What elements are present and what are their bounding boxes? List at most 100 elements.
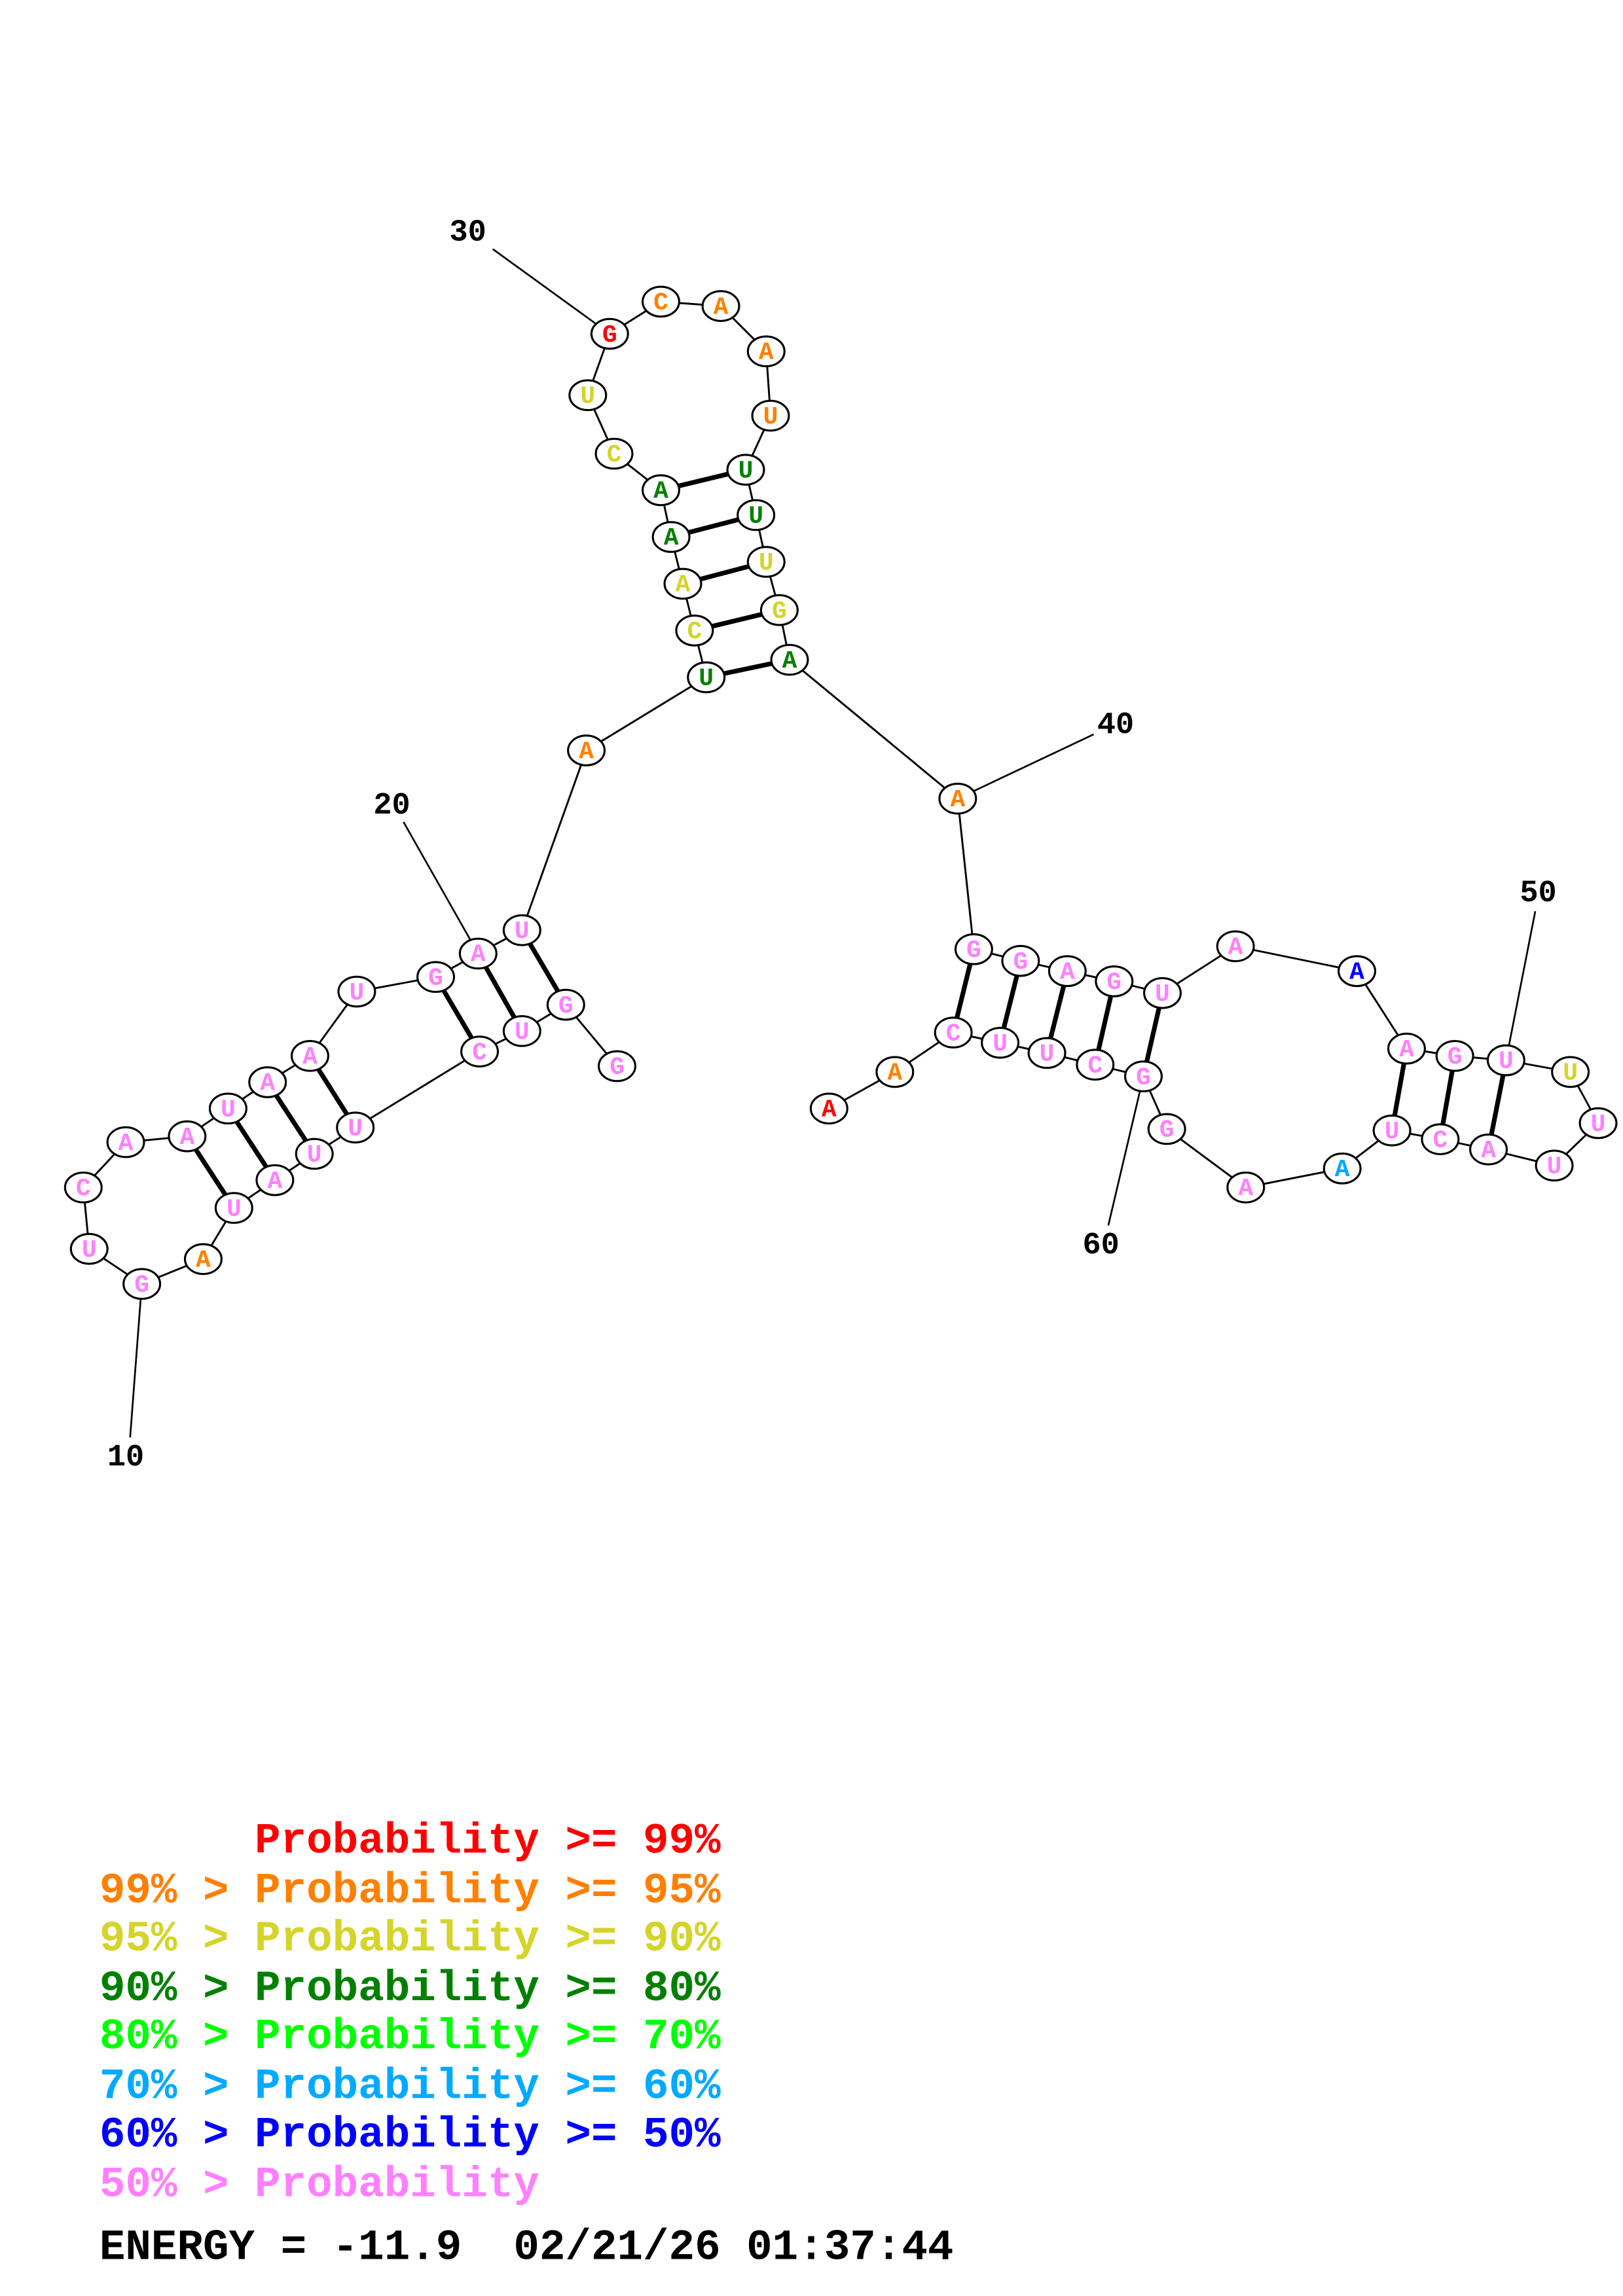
legend-line-95: 99% > Probability >= 95% — [100, 1866, 721, 1915]
nucleotide-circle — [458, 937, 498, 970]
position-label-60: 60 — [1083, 1229, 1120, 1263]
nucleotide-circle — [336, 1111, 375, 1144]
nucleotide-circle — [1372, 1114, 1412, 1147]
nucleotide-1: G — [597, 1050, 636, 1083]
nucleotide-letter: A — [260, 1069, 275, 1098]
legend-line-below-50: 50% > Probability — [100, 2160, 539, 2209]
nucleotide-circle — [1486, 1044, 1525, 1077]
nucleotide-64: C — [934, 1016, 973, 1049]
nucleotide-circle — [770, 643, 809, 676]
nucleotide-circle — [1535, 1149, 1574, 1182]
nucleotide-letter: U — [580, 383, 595, 411]
nucleotide-circle — [106, 1126, 145, 1158]
nucleotide-letter: A — [471, 941, 486, 969]
nucleotide-letter: A — [1238, 1175, 1253, 1203]
nucleotide-letter: A — [119, 1130, 134, 1158]
nucleotide-circle — [1001, 944, 1040, 977]
nucleotide-41: G — [954, 933, 993, 965]
nucleotide-25: A — [663, 567, 702, 600]
nucleotide-circle — [337, 975, 376, 1008]
nucleotide-28: C — [594, 437, 634, 470]
nucleotide-letter: U — [82, 1236, 97, 1265]
backbone-segment — [1235, 945, 1357, 973]
nucleotide-circle — [546, 988, 585, 1021]
nucleotide-letter: A — [267, 1168, 282, 1196]
nucleotide-letter: U — [1591, 1111, 1606, 1139]
nucleotide-circle — [594, 437, 634, 470]
backbone-segment — [957, 798, 975, 950]
position-label-lines — [129, 248, 1537, 1438]
nucleotide-circle — [502, 914, 541, 946]
nucleotide-circle — [597, 1050, 636, 1083]
nucleotide-29: U — [568, 379, 608, 412]
nucleotide-letter: A — [579, 738, 594, 766]
nucleotide-circle — [64, 1171, 103, 1204]
nucleotide-10: G — [122, 1268, 162, 1300]
nucleotide-letter: C — [1432, 1126, 1448, 1155]
probability-legend: Probability >= 99% 99% > Probability >= … — [100, 1816, 954, 2272]
nucleotide-circle — [567, 734, 606, 766]
nucleotide-circle — [737, 499, 776, 531]
nucleotide-letter: G — [558, 992, 574, 1020]
nucleotide-circle — [590, 317, 629, 350]
nucleotide-circle — [875, 1056, 915, 1088]
nucleotide-39: A — [770, 643, 809, 676]
backbone-segment — [354, 1050, 481, 1128]
nucleotide-circle — [568, 379, 608, 412]
nucleotide-30: G — [590, 317, 629, 350]
nucleotide-60: G — [1123, 1060, 1163, 1092]
position-label-line — [492, 248, 611, 335]
nucleotide-circle — [183, 1243, 223, 1276]
nucleotide-52: U — [1578, 1107, 1618, 1139]
nucleotide-13: A — [106, 1126, 145, 1158]
nucleotide-6: U — [295, 1138, 334, 1170]
nucleotide-letter: A — [1349, 959, 1364, 987]
nucleotide-63: U — [981, 1026, 1020, 1059]
nucleotide-46: A — [1216, 930, 1255, 963]
nucleotide-26: A — [651, 521, 691, 553]
nucleotide-letter: C — [76, 1175, 91, 1203]
nucleotide-43: A — [1048, 955, 1087, 988]
nucleotide-49: G — [1435, 1039, 1474, 1072]
nucleotide-letter: A — [676, 571, 691, 600]
nucleotide-letter: G — [1106, 969, 1122, 997]
nucleotide-19: G — [416, 961, 456, 994]
nucleotide-17: A — [290, 1039, 329, 1072]
position-label-40: 40 — [1097, 708, 1134, 743]
nucleotide-42: G — [1001, 944, 1040, 977]
nucleotide-circle — [1551, 1056, 1590, 1088]
position-label-50: 50 — [1520, 876, 1556, 911]
nucleotide-circle — [651, 521, 691, 553]
nucleotide-44: G — [1095, 965, 1134, 997]
nucleotide-circle — [460, 1035, 500, 1067]
nucleotide-21: U — [502, 914, 541, 946]
position-labels: 10 20 30 40 50 60 — [107, 215, 1557, 1475]
nucleotide-15: U — [208, 1092, 247, 1125]
nucleotide-58: A — [1226, 1171, 1266, 1204]
nucleotide-circle — [295, 1138, 334, 1170]
nucleotide-51: U — [1551, 1056, 1590, 1088]
nucleotide-56: U — [1372, 1114, 1412, 1147]
backbone-segment — [585, 676, 707, 751]
energy-line: ENERGY = -11.9 02/21/26 01:37:44 — [100, 2223, 954, 2272]
nucleotide-circle — [746, 546, 786, 578]
backbone-segment — [520, 750, 587, 931]
nucleotide-letter: A — [759, 339, 774, 367]
nucleotide-circle — [687, 661, 726, 694]
nucleotide-letter: U — [515, 1018, 530, 1047]
nucleotide-circle — [809, 1092, 848, 1125]
nucleotide-circle — [726, 454, 765, 486]
nucleotide-letter: A — [887, 1060, 902, 1088]
nucleotide-circle — [290, 1039, 329, 1072]
nucleotide-letter: G — [1448, 1043, 1463, 1071]
nucleotide-letter: A — [1228, 934, 1243, 962]
nucleotide-letter: G — [1136, 1064, 1151, 1092]
backbone-segment — [789, 658, 958, 800]
nucleotide-letter: U — [1155, 980, 1170, 1009]
nucleotide-letter: C — [653, 289, 668, 317]
nucleotide-letter: U — [227, 1195, 242, 1223]
nucleotide-letter: G — [772, 598, 787, 626]
nucleotide-circle — [208, 1092, 247, 1125]
nucleotide-27: A — [641, 474, 680, 507]
